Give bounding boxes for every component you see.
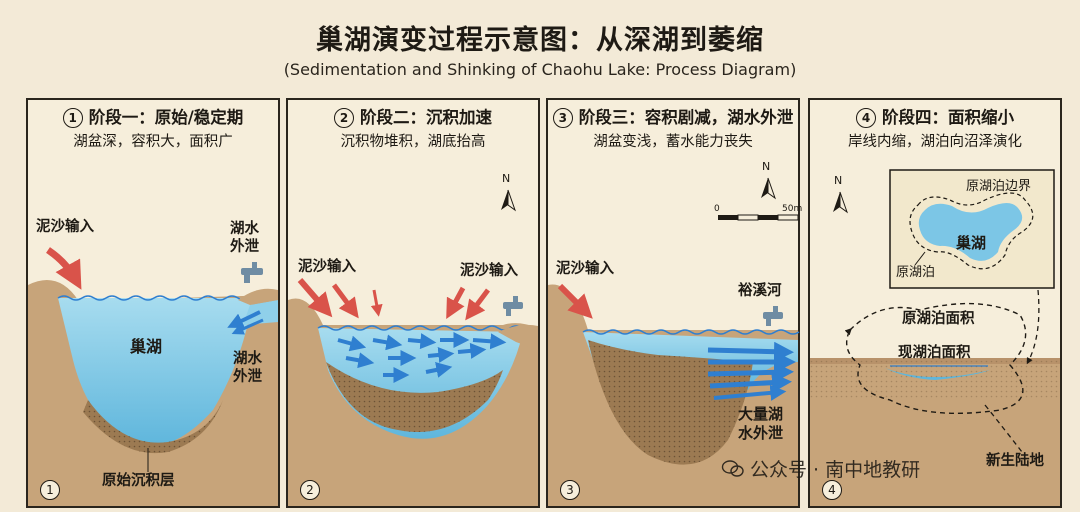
- label-sediment-input-left: 泥沙输入: [298, 259, 356, 275]
- north-arrow-icon: [761, 177, 776, 200]
- scale-zero-label: 0: [714, 204, 720, 214]
- panel-3-description: 湖盆变浅，蓄水能力丧失: [593, 134, 753, 150]
- label-outflow-2: 水外泄: [738, 424, 784, 442]
- scale-bar: [718, 214, 799, 221]
- panel-3-corner-number: 3: [560, 480, 580, 500]
- label-outflow-side-1: 湖水: [233, 351, 262, 367]
- stage-2-illustration: [288, 189, 538, 506]
- stage-3-illustration: [548, 177, 800, 506]
- north-label: N: [762, 160, 771, 173]
- label-inset-lake: 巢湖: [956, 234, 987, 252]
- diagram-subtitle: (Sedimentation and Shinking of Chaohu La…: [283, 60, 797, 79]
- label-original-lake: 原湖泊: [896, 265, 936, 280]
- label-outflow-side-2: 外泄: [233, 369, 262, 385]
- faucet-icon: [503, 296, 523, 316]
- panel-4-description: 岸线内缩，湖泊向沼泽演化: [848, 134, 1022, 150]
- label-original-boundary: 原湖泊边界: [966, 179, 1032, 194]
- north-label: N: [502, 172, 511, 185]
- scale-end-label: 50m: [782, 204, 803, 214]
- label-current-area: 现湖泊面积: [898, 345, 971, 361]
- panel-2-corner-number: 2: [300, 480, 320, 500]
- north-label: N: [834, 174, 843, 187]
- north-arrow-icon: [833, 191, 848, 214]
- stage-4-illustration: [810, 169, 1060, 506]
- faucet-icon: [241, 262, 263, 283]
- panel-1-description: 湖盆深，容积大，面积广: [73, 134, 233, 150]
- label-outflow-top-1: 湖水: [230, 221, 259, 237]
- label-lake-chaohu: 巢湖: [130, 337, 163, 356]
- panel-2-description: 沉积物堆积，湖底抬高: [340, 134, 486, 150]
- label-outflow-top-2: 外泄: [230, 239, 259, 255]
- label-outflow-1: 大量湖: [738, 405, 784, 423]
- stage-1-illustration: [28, 247, 278, 506]
- label-yuxi-river: 裕溪河: [738, 283, 782, 299]
- diagram-title: 巢湖演变过程示意图：从深湖到萎缩: [316, 25, 764, 56]
- label-sediment-input: 泥沙输入: [556, 261, 614, 277]
- label-original-area: 原湖泊面积: [902, 311, 975, 327]
- panel-1-corner-number: 1: [40, 480, 60, 500]
- label-sediment-input-right: 泥沙输入: [460, 263, 518, 279]
- wechat-icon: [721, 460, 744, 477]
- label-new-land: 新生陆地: [986, 453, 1044, 469]
- faucet-icon: [763, 306, 783, 326]
- watermark: 公众号 · 南中地教研: [721, 455, 920, 482]
- panel-4-corner-number: 4: [822, 480, 842, 500]
- label-original-sediment-layer: 原始沉积层: [102, 473, 175, 489]
- north-arrow-icon: [501, 189, 516, 212]
- label-sediment-input: 泥沙输入: [36, 219, 94, 235]
